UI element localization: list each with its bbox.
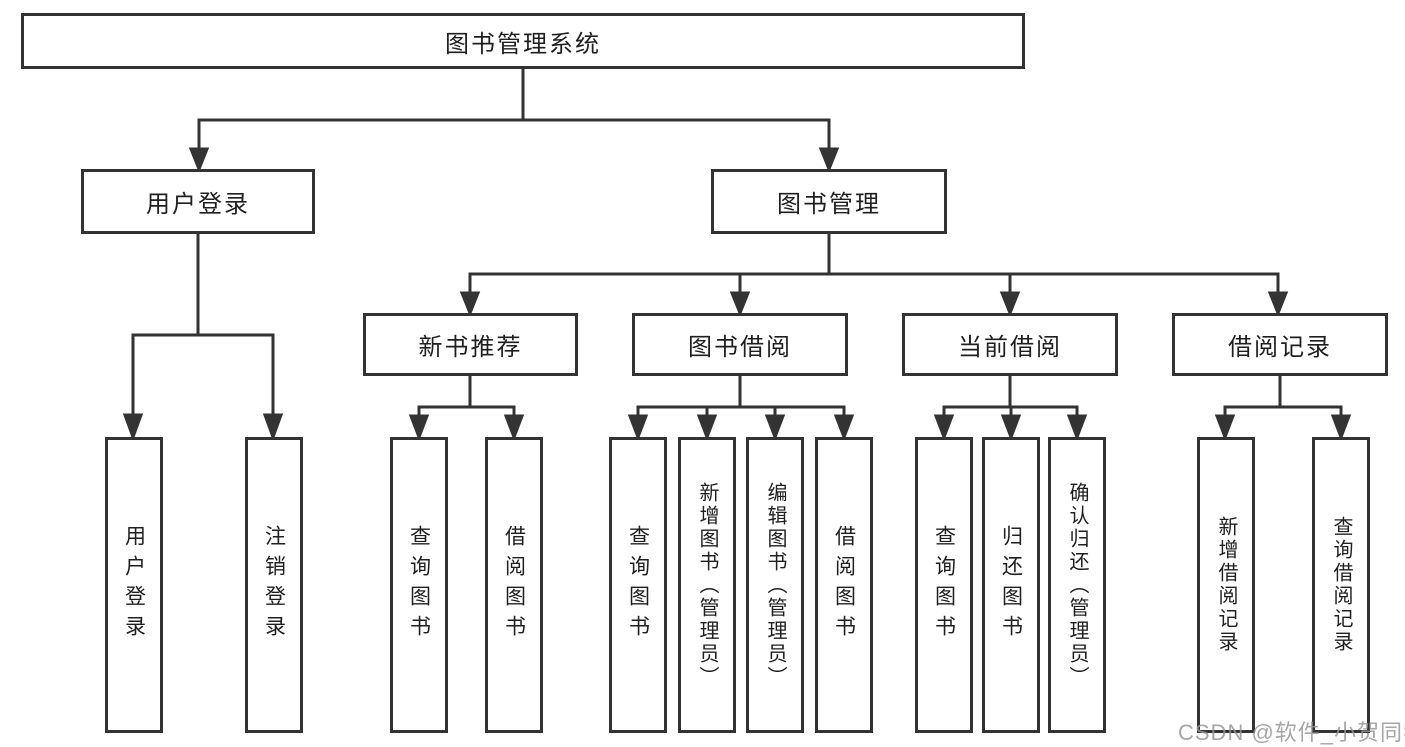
arrowhead	[459, 291, 481, 318]
node-query-books-recommend: 查询图书	[390, 437, 448, 733]
node-borrow-books: 借阅图书	[815, 437, 873, 733]
arrowhead	[1000, 414, 1022, 442]
node-user-login: 用户登录	[81, 169, 315, 234]
arrowhead	[627, 414, 649, 442]
node-borrow-books-recommend: 借阅图书	[485, 437, 543, 733]
node-logout-action: 注销登录	[245, 437, 303, 733]
connector-book-borrow	[627, 376, 855, 442]
node-return-books: 归还图书	[982, 437, 1040, 733]
arrowhead	[729, 291, 751, 318]
arrowhead	[833, 414, 855, 442]
connector-new-book-recommend	[408, 376, 525, 442]
node-book-borrow: 图书借阅	[632, 313, 848, 376]
node-confirm-return-admin: 确认归还（管理员）	[1048, 437, 1106, 733]
arrowhead	[1267, 291, 1289, 318]
arrowhead	[1330, 414, 1352, 442]
watermark: CSDN @软件_小贺同学	[1178, 720, 1405, 745]
node-user-login-action: 用户登录	[105, 437, 163, 733]
node-query-books-current: 查询图书	[915, 437, 973, 733]
arrowhead	[999, 291, 1021, 318]
arrowhead	[503, 414, 525, 442]
arrowhead	[1066, 414, 1088, 442]
arrowhead	[696, 414, 718, 442]
arrowhead	[818, 147, 840, 174]
node-borrow-records: 借阅记录	[1172, 313, 1388, 376]
connector-current-borrow	[933, 376, 1088, 442]
connector-user-login	[122, 234, 284, 442]
node-book-management: 图书管理	[711, 169, 947, 234]
arrowhead	[1214, 414, 1236, 442]
arrowhead	[408, 414, 430, 442]
node-edit-books-admin: 编辑图书（管理员）	[746, 437, 804, 733]
node-current-borrow: 当前借阅	[902, 313, 1118, 376]
arrowhead	[122, 413, 144, 442]
node-root: 图书管理系统	[21, 13, 1025, 69]
node-add-books-admin: 新增图书（管理员）	[678, 437, 736, 733]
connector-borrow-records	[1214, 376, 1352, 442]
arrowhead	[188, 147, 210, 174]
connector-book-management	[459, 234, 1289, 318]
node-new-book-recommend: 新书推荐	[363, 313, 578, 376]
connector-root	[188, 69, 840, 174]
arrowhead	[262, 413, 284, 442]
arrowhead	[764, 414, 786, 442]
arrowhead	[933, 414, 955, 442]
node-add-borrow-record: 新增借阅记录	[1197, 437, 1255, 733]
node-query-borrow-record: 查询借阅记录	[1312, 437, 1370, 733]
node-query-books-borrow: 查询图书	[609, 437, 667, 733]
